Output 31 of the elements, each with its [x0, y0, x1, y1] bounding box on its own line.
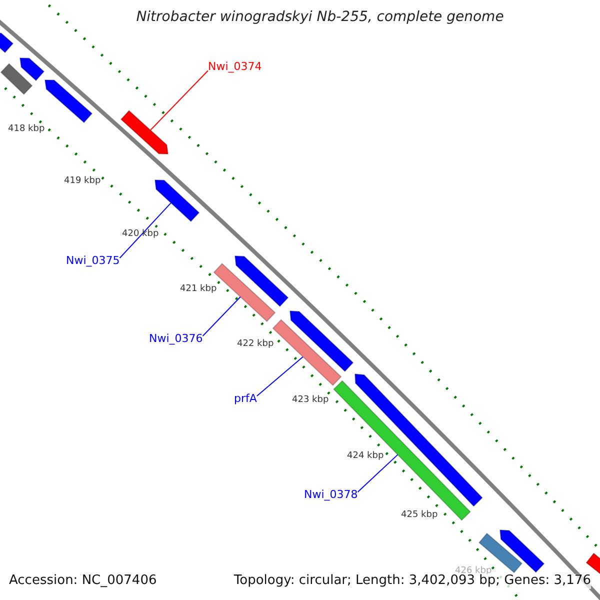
scale-label: 421 kbp — [180, 284, 217, 294]
scale-label: 418 kbp — [8, 124, 45, 134]
footer-text: Accession: NC_007406 — [9, 574, 157, 589]
gene-block — [289, 310, 354, 372]
gene-bar — [272, 319, 342, 386]
scale-label: 424 kbp — [347, 451, 384, 462]
gene-label: Nwi_0375 — [66, 255, 120, 268]
gene-label: Nwi_0374 — [208, 61, 262, 74]
gene-bar — [0, 63, 33, 95]
scale-label: 425 kbp — [401, 510, 438, 520]
gene-block — [234, 255, 289, 308]
leader-line — [119, 202, 172, 258]
leader-line — [202, 296, 241, 336]
gene-block — [44, 80, 93, 124]
scale-label: 419 kbp — [64, 176, 101, 186]
scale-label: 423 kbp — [292, 395, 329, 406]
leader-line — [256, 356, 304, 396]
leader-line — [150, 70, 208, 131]
gene-block — [19, 57, 45, 82]
gene-bar — [586, 552, 600, 576]
leader-line — [357, 454, 398, 492]
scale-label: 420 kbp — [122, 229, 159, 240]
gene-block — [120, 110, 169, 155]
gene-label: prfA — [234, 393, 257, 406]
gene-block — [0, 32, 14, 54]
gene-label: Nwi_0378 — [304, 489, 358, 502]
scale-label: 422 kbp — [237, 339, 274, 350]
gene-label: Nwi_0376 — [149, 333, 203, 346]
footer-text: Topology: circular; Length: 3,402,093 bp; Genes: 3,176 — [234, 574, 591, 589]
title: Nitrobacter winogradskyi Nb-255, complete genome — [135, 9, 505, 26]
gene-block — [154, 179, 200, 222]
